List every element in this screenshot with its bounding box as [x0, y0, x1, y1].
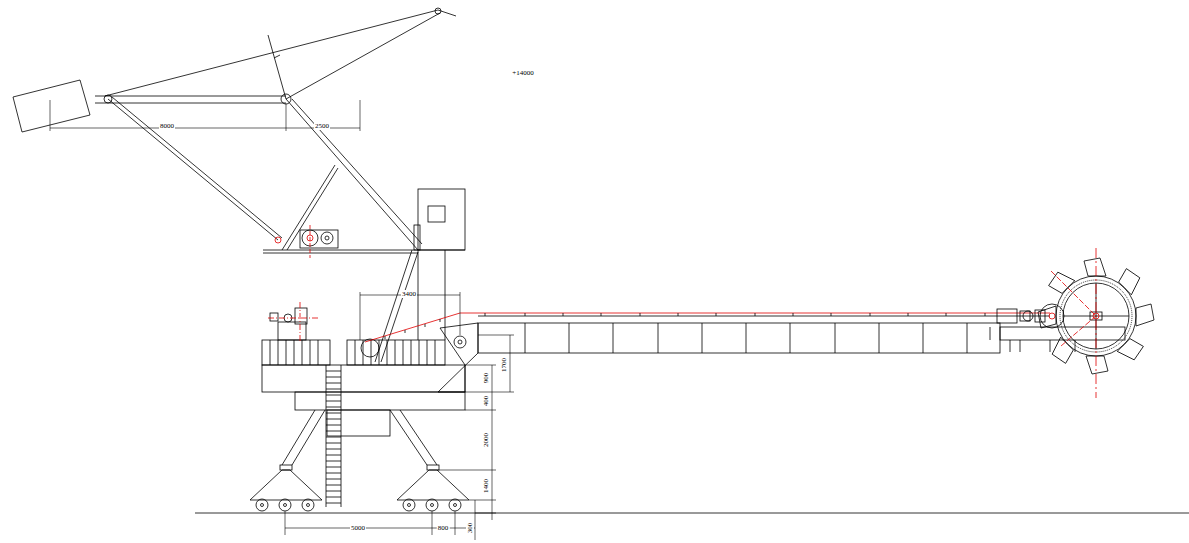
dimension-label: +14000 [511, 69, 534, 77]
dimension-label: 3400 [401, 290, 417, 298]
dimension-label: 300 [466, 522, 474, 535]
dimension-label: 8000 [159, 122, 175, 130]
dimension-label: 1700 [500, 357, 508, 373]
dimension-label: 800 [437, 524, 450, 532]
dimension-label: 900 [482, 372, 490, 385]
dimension-label: 5000 [350, 524, 366, 532]
dimension-label: 1400 [482, 478, 490, 494]
dimension-label: 2000 [482, 432, 490, 448]
dimension-label: 400 [482, 395, 490, 408]
dimension-label: 2500 [314, 122, 330, 130]
